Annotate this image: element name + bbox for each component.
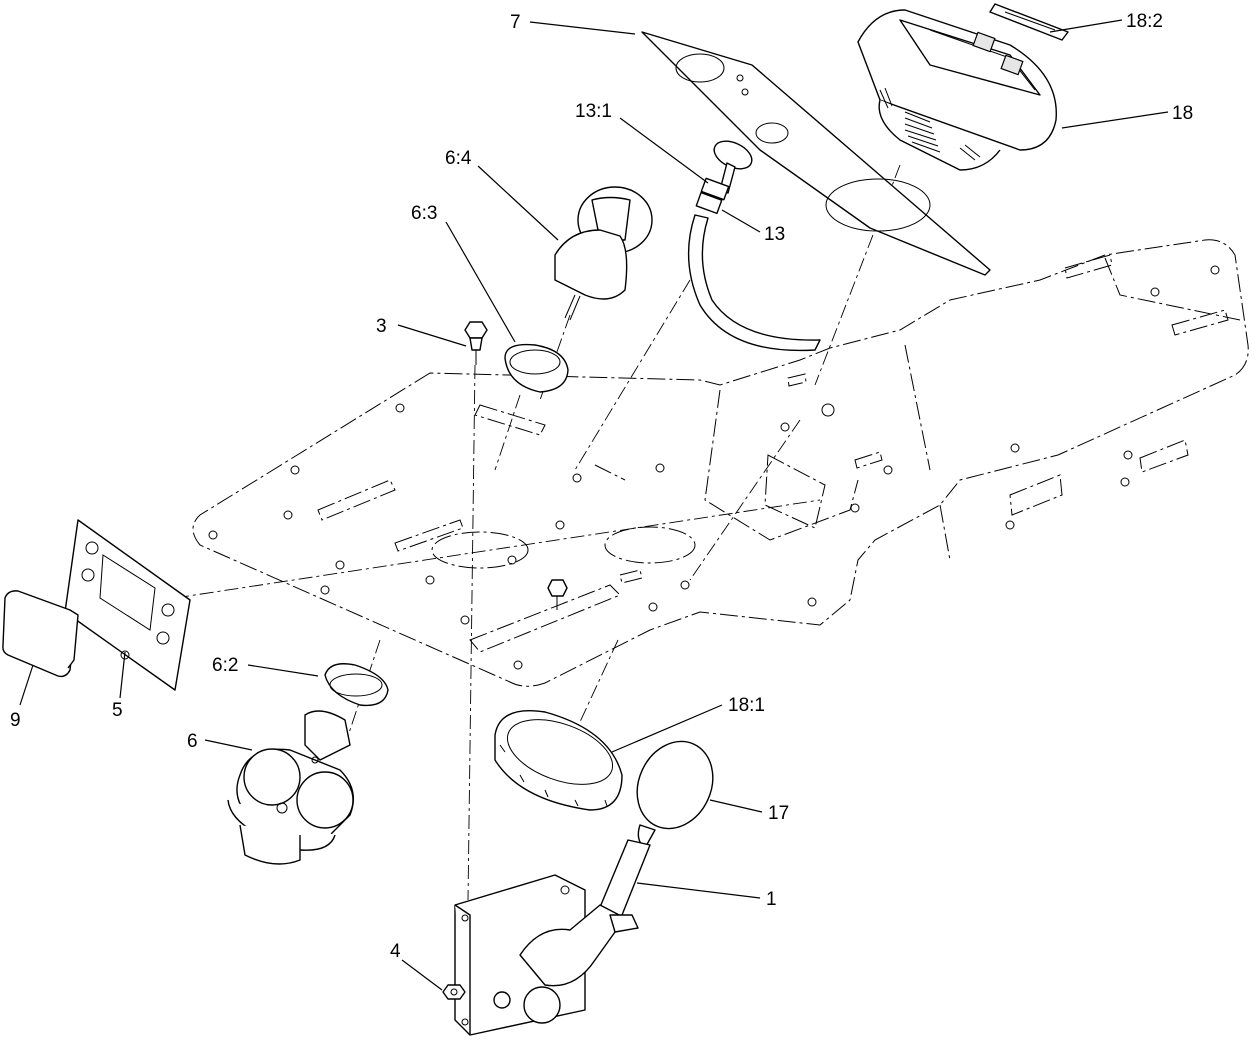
- callout-7: 7: [510, 12, 521, 33]
- callout-6-3: 6:3: [411, 203, 437, 224]
- callout-9: 9: [10, 710, 21, 731]
- leader-6-2: [247, 664, 319, 677]
- leader-17: [709, 799, 763, 813]
- hour-meter: [857, 9, 1057, 171]
- leader-3: [397, 324, 467, 347]
- callout-18-1: 18:1: [728, 695, 765, 716]
- hour-meter-ring: [494, 710, 623, 811]
- leader-5: [119, 651, 126, 699]
- throttle-knob: [636, 740, 714, 849]
- leader-18: [1061, 111, 1169, 129]
- leader-1: [636, 882, 761, 899]
- leader-13: [721, 209, 761, 233]
- ignition-nut-lower: [324, 663, 389, 707]
- callout-labels: 7 18:2 18 13:1 13 6:4 6:3 3 9 5 6:2 6 18…: [10, 11, 1193, 962]
- leader-13-1: [619, 117, 709, 184]
- callout-17: 17: [768, 803, 789, 824]
- throttle-control-assembly: [454, 839, 651, 1036]
- leader-7: [529, 21, 636, 35]
- ignition-key-knob: [554, 186, 653, 321]
- leader-9: [19, 664, 34, 706]
- leader-4: [401, 959, 443, 991]
- decal-plate: [641, 31, 991, 276]
- hex-nut: [442, 984, 466, 1000]
- callout-13: 13: [764, 224, 785, 245]
- ignition-nut-upper: [504, 343, 569, 393]
- leader-6: [204, 739, 253, 751]
- choke-cable: [687, 140, 821, 352]
- hole-plug: [2, 590, 79, 678]
- console-mounting-plate: [192, 239, 1249, 687]
- callout-13-1: 13:1: [575, 101, 612, 122]
- callout-6-2: 6:2: [212, 655, 238, 676]
- callout-18-2: 18:2: [1126, 11, 1163, 32]
- leader-18-2: [1049, 19, 1123, 33]
- callout-18: 18: [1172, 103, 1193, 124]
- callout-3: 3: [376, 316, 387, 337]
- callout-6-4: 6:4: [445, 148, 472, 169]
- leader-18-1: [611, 704, 723, 753]
- leader-6-4: [477, 165, 559, 241]
- leader-6-3: [445, 221, 516, 343]
- callout-5: 5: [112, 700, 123, 721]
- callout-4: 4: [390, 941, 401, 962]
- ignition-switch: [227, 710, 354, 865]
- callout-1: 1: [766, 889, 777, 910]
- hour-meter-decal: [989, 3, 1069, 41]
- callout-6: 6: [187, 731, 198, 752]
- leader-lines: [19, 19, 1169, 991]
- bolt: [464, 321, 488, 365]
- switch-decal-plate: [64, 519, 191, 691]
